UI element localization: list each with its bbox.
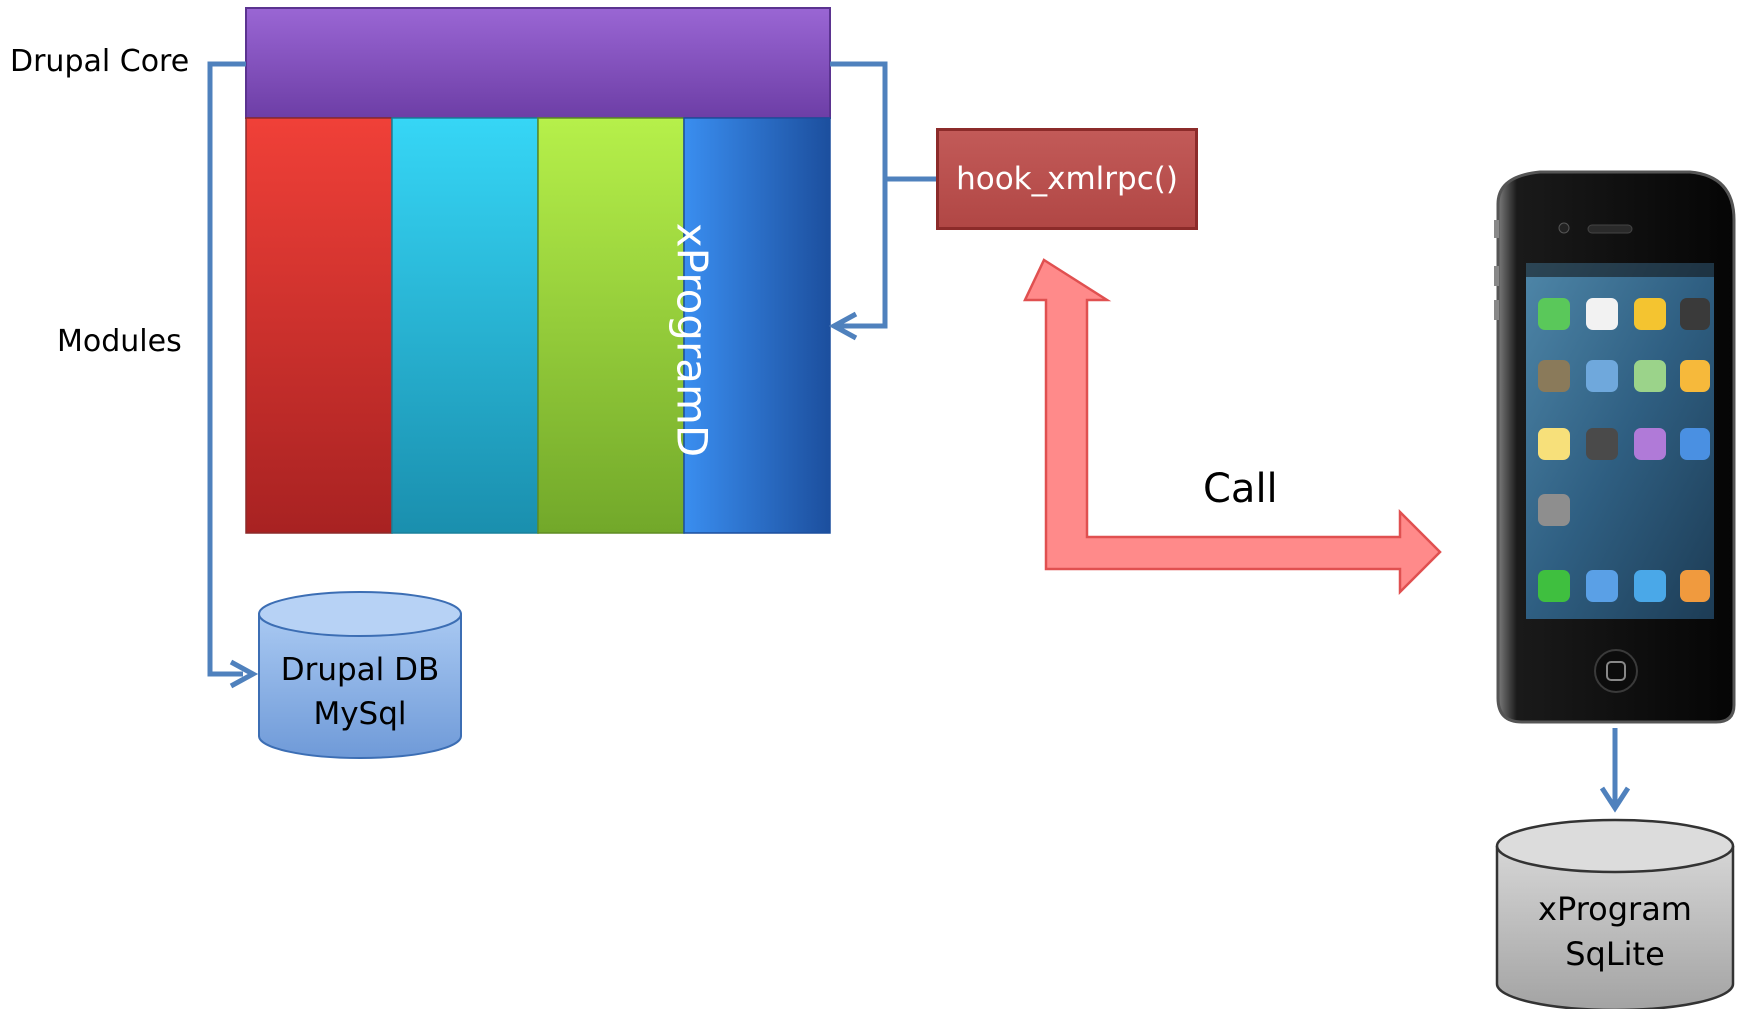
sqlite-db-engine: SqLite [1565, 935, 1665, 973]
core-to-db-arrowhead [229, 659, 259, 689]
call-arrow [1023, 258, 1442, 596]
call-label: Call [1203, 466, 1278, 512]
module-arrowhead [828, 311, 858, 341]
xprogramd-label-text: xProgramD [667, 222, 717, 458]
drupal-core-label: Drupal Core [10, 44, 190, 79]
core-hook-module-connector [830, 61, 888, 329]
hook-xmlrpc-label: hook_xmlrpc() [956, 161, 1178, 197]
drupal-db-name: Drupal DB [280, 652, 440, 688]
module-red [245, 117, 393, 534]
core-to-db-connector [207, 61, 246, 677]
module-green [537, 117, 685, 534]
module-cyan [391, 117, 539, 534]
drupal-db-cylinder [258, 591, 462, 759]
xprogram-sqlite-cylinder [1495, 818, 1735, 1009]
iphone-icon [1494, 170, 1736, 724]
drupal-core-bar [245, 7, 831, 119]
sqlite-label: xProgram SqLite [1497, 887, 1733, 977]
phone-app-icons [1538, 298, 1710, 602]
module-xprogramd [683, 117, 831, 534]
drupal-db-label: Drupal DB MySql [255, 648, 465, 736]
sqlite-db-name: xProgram [1538, 890, 1692, 928]
drupal-db-engine: MySql [313, 696, 407, 732]
phone-to-sqlite-arrowhead [1599, 786, 1631, 813]
modules-label: Modules [57, 324, 182, 359]
hook-xmlrpc-box: hook_xmlrpc() [936, 128, 1198, 230]
